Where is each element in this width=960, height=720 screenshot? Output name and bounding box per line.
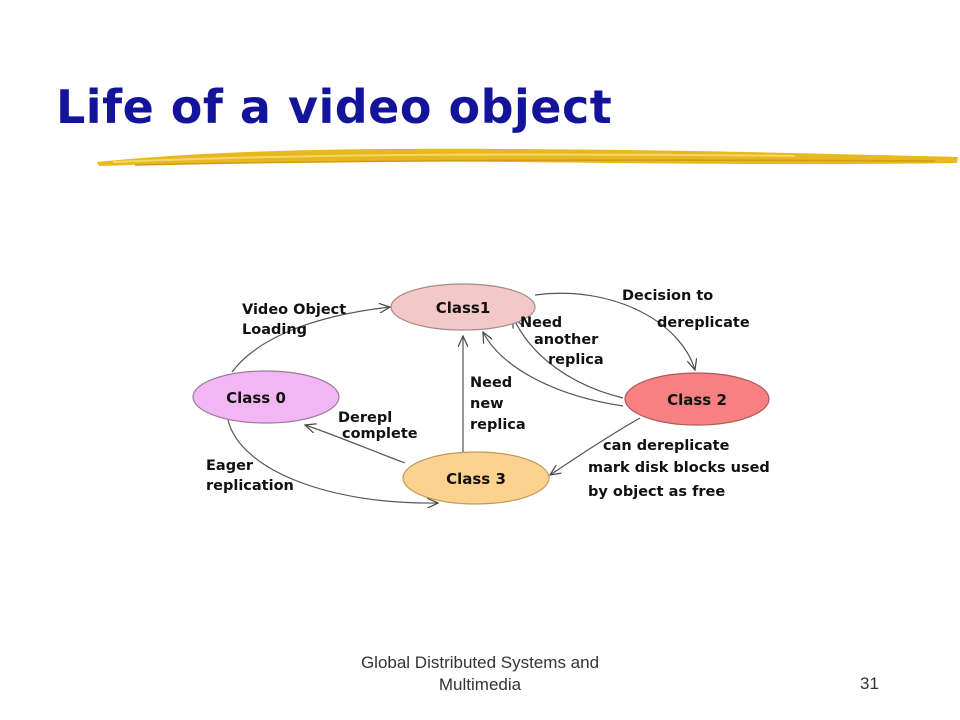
edge-label-video-object: Video Object <box>242 302 346 318</box>
edge-eager-replication <box>227 419 438 503</box>
edge-label-dereplicate: dereplicate <box>657 315 750 331</box>
state-diagram: Class1 Class 0 Class 2 Class 3 Video Obj… <box>192 283 770 520</box>
edge-label-replication: replication <box>206 478 294 494</box>
node-class1-label: Class1 <box>436 299 491 317</box>
node-class0: Class 0 <box>192 370 340 424</box>
edge-derepl-complete <box>305 425 406 464</box>
node-class3: Class 3 <box>402 451 550 505</box>
node-class1: Class1 <box>390 283 536 331</box>
node-class3-label: Class 3 <box>446 470 506 488</box>
edge-label-new-replica: replica <box>470 417 526 433</box>
edge-need-another-replica-outer <box>513 317 624 399</box>
footer-line-1: Global Distributed Systems and <box>360 653 600 672</box>
edge-label-can-dereplicate: can dereplicate <box>603 438 730 454</box>
edge-label-eager: Eager <box>206 458 254 474</box>
edge-label-derepl: Derepl <box>338 410 392 426</box>
edge-label-complete: complete <box>342 426 418 442</box>
edge-label-loading: Loading <box>242 322 307 338</box>
edge-label-need: Need <box>520 315 562 331</box>
edge-label-decision-to: Decision to <box>622 288 713 304</box>
title-underline <box>97 148 958 166</box>
edge-video-object-loading <box>231 307 390 373</box>
edge-label-mark-disk-blocks: mark disk blocks used <box>588 460 770 476</box>
edge-decision-to-dereplicate <box>534 292 695 370</box>
edge-label-need-new: Need <box>470 375 512 391</box>
slide-title: Life of a video object <box>56 80 613 134</box>
node-class0-label: Class 0 <box>226 389 286 407</box>
node-class2-label: Class 2 <box>667 391 727 409</box>
edge-label-new: new <box>470 396 504 412</box>
page-number: 31 <box>860 674 879 693</box>
edge-label-by-object-as-free: by object as free <box>588 484 725 500</box>
edge-label-another: another <box>534 332 599 348</box>
edge-can-dereplicate <box>550 417 641 475</box>
footer-text: Global Distributed Systems and Multimedi… <box>300 652 660 696</box>
edge-label-replica: replica <box>548 352 604 368</box>
edge-need-another-replica-inner <box>483 332 624 407</box>
node-class2: Class 2 <box>624 372 770 426</box>
footer-line-2: Multimedia <box>438 675 522 694</box>
